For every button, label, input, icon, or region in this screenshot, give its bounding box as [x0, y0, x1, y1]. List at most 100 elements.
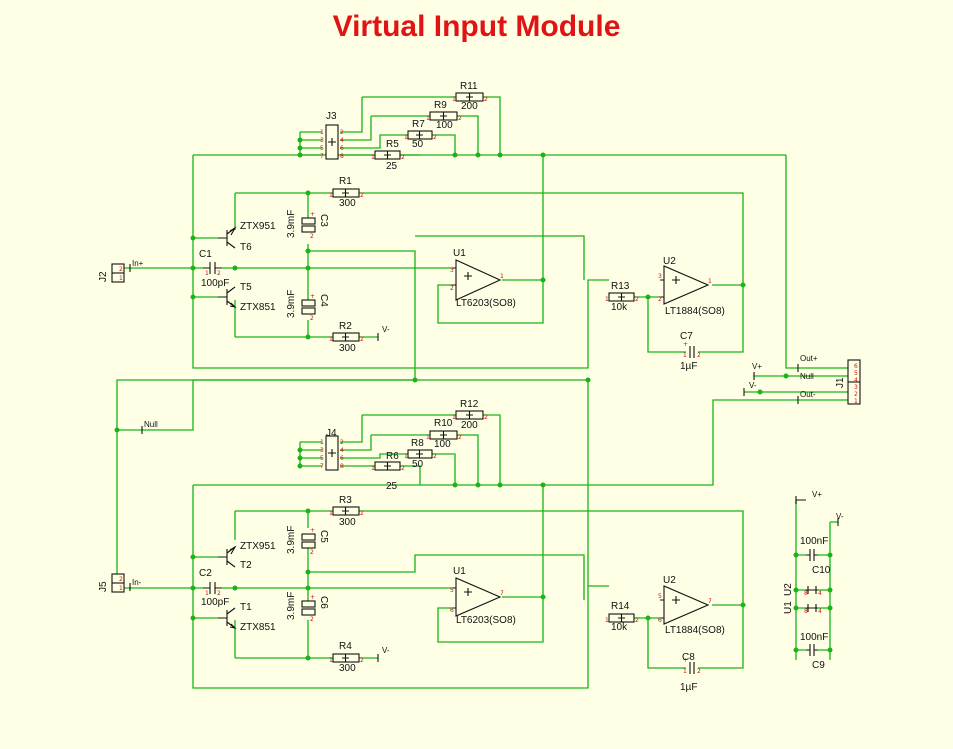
- svg-text:2: 2: [697, 352, 701, 359]
- r5-ref: R5: [386, 139, 399, 150]
- r2-ref: R2: [339, 321, 352, 332]
- svg-text:1: 1: [605, 296, 609, 303]
- svg-text:2: 2: [484, 96, 488, 103]
- r11-value: 200: [461, 101, 478, 112]
- c6-ref: C6: [318, 596, 329, 609]
- svg-text:1: 1: [329, 192, 333, 199]
- svg-text:1: 1: [708, 278, 712, 285]
- r5-value: 25: [386, 161, 398, 172]
- svg-text:1: 1: [683, 668, 687, 675]
- u2-power-ref: U2: [783, 583, 794, 596]
- svg-text:7: 7: [708, 598, 712, 605]
- svg-text:7: 7: [320, 463, 324, 470]
- transistor-t5: T5 ZTX851: [218, 282, 276, 313]
- r12-ref: R12: [460, 399, 479, 410]
- u2-top-ref: U2: [663, 256, 676, 267]
- connector-j5: 21 J5: [98, 573, 125, 593]
- opamp-u2-bottom: 567 U2 LT1884(SO8): [658, 575, 725, 636]
- opamp-u2-top: 321 U2 LT1884(SO8): [658, 256, 725, 317]
- net-vminus-decoupling: V-: [836, 512, 844, 521]
- svg-text:2: 2: [401, 154, 405, 161]
- svg-text:1: 1: [854, 398, 858, 405]
- t1-ref: T1: [240, 602, 252, 613]
- svg-text:2: 2: [310, 315, 314, 322]
- r8-ref: R8: [411, 438, 424, 449]
- svg-text:2: 2: [310, 549, 314, 556]
- svg-text:6: 6: [340, 455, 344, 462]
- r3-ref: R3: [339, 495, 352, 506]
- r9-ref: R9: [434, 100, 447, 111]
- j5-ref: J5: [98, 581, 109, 592]
- svg-text:2: 2: [401, 465, 405, 472]
- transistor-t1: T1 ZTX851: [218, 602, 276, 633]
- r1-ref: R1: [339, 176, 352, 187]
- u1-bottom-value: LT6203(SO8): [456, 615, 516, 626]
- schematic-title: Virtual Input Module: [332, 10, 621, 43]
- capacitor-c3: +2 C3 3.9mF: [286, 210, 329, 240]
- t6-value: ZTX951: [240, 221, 276, 232]
- t1-value: ZTX851: [240, 622, 276, 633]
- svg-text:2: 2: [360, 510, 364, 517]
- svg-text:5: 5: [320, 455, 324, 462]
- c3-ref: C3: [318, 214, 329, 227]
- net-null-left: Null: [144, 420, 158, 429]
- svg-text:6: 6: [450, 607, 454, 614]
- svg-text:1: 1: [500, 273, 504, 280]
- svg-text:2: 2: [217, 590, 221, 597]
- svg-text:2: 2: [340, 129, 344, 136]
- u2-bottom-ref: U2: [663, 575, 676, 586]
- svg-text:+: +: [310, 594, 315, 601]
- r13-value: 10k: [611, 302, 628, 313]
- connector-j1: 65 43 21 J1: [835, 359, 861, 405]
- svg-text:4: 4: [340, 447, 344, 454]
- c6-value: 3.9mF: [286, 592, 297, 620]
- t5-ref: T5: [240, 282, 252, 293]
- svg-text:2: 2: [360, 657, 364, 664]
- u1-power-ref: U1: [783, 601, 794, 614]
- c10-ref: C10: [812, 565, 831, 576]
- r6-value: 25: [386, 481, 398, 492]
- net-null-right: Null: [800, 372, 814, 381]
- c7-ref: C7: [680, 331, 693, 342]
- svg-text:2: 2: [217, 270, 221, 277]
- r14-value: 10k: [611, 622, 628, 633]
- r14-ref: R14: [611, 601, 630, 612]
- c10-value: 100nF: [800, 536, 828, 547]
- r12-value: 200: [461, 420, 478, 431]
- svg-text:+: +: [310, 527, 315, 534]
- u1-top-value: LT6203(SO8): [456, 298, 516, 309]
- svg-text:7: 7: [320, 153, 324, 160]
- t5-value: ZTX851: [240, 302, 276, 313]
- r9-value: 100: [436, 120, 453, 131]
- r11-ref: R11: [460, 81, 478, 92]
- svg-text:2: 2: [340, 439, 344, 446]
- svg-text:1: 1: [320, 439, 324, 446]
- svg-text:2: 2: [119, 266, 123, 273]
- c4-value: 3.9mF: [286, 290, 297, 318]
- j1-ref: J1: [835, 377, 846, 388]
- svg-text:8: 8: [804, 608, 808, 615]
- net-labels: In+ In- Null Null Out+ Out- V+ V- V- V- …: [129, 259, 844, 662]
- svg-text:2: 2: [450, 285, 454, 292]
- c1-value: 100pF: [201, 278, 229, 289]
- svg-text:5: 5: [854, 370, 858, 377]
- r4-value: 300: [339, 663, 356, 674]
- svg-text:2: 2: [635, 617, 639, 624]
- svg-text:3: 3: [450, 267, 454, 274]
- r1-value: 300: [339, 198, 356, 209]
- r8-value: 50: [412, 459, 424, 470]
- svg-text:2: 2: [360, 192, 364, 199]
- r2-value: 300: [339, 343, 356, 354]
- svg-text:2: 2: [458, 434, 462, 441]
- svg-text:2: 2: [484, 414, 488, 421]
